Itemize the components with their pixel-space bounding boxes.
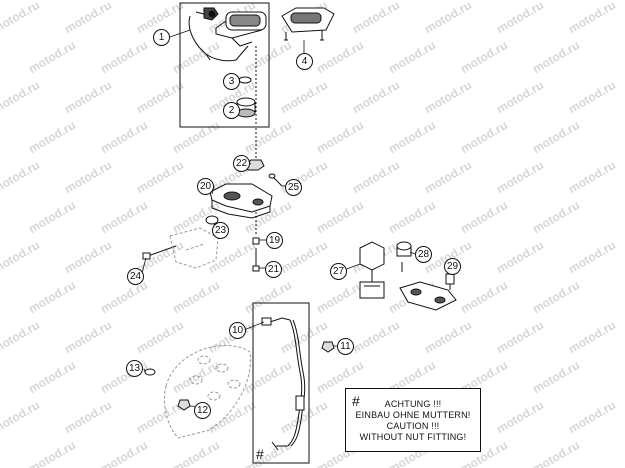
bolt-part-21 xyxy=(252,248,260,272)
callout-label: 21 xyxy=(267,263,280,275)
assembly-frame-1 xyxy=(179,2,270,128)
callout-29: 29 xyxy=(444,258,461,275)
note-line-4: WITHOUT NUT FITTING! xyxy=(359,432,467,442)
callout-12: 12 xyxy=(194,402,211,419)
callout-label: 27 xyxy=(332,265,345,277)
callout-27: 27 xyxy=(330,263,347,280)
callout-10: 10 xyxy=(229,322,246,339)
rubber-part-28 xyxy=(396,241,412,272)
callout-11: 11 xyxy=(337,338,354,355)
hash-marker-cable: # xyxy=(256,446,264,462)
spacer-part-19 xyxy=(252,237,260,245)
nut-part-11 xyxy=(321,341,335,353)
callout-21: 21 xyxy=(265,261,282,278)
callout-label: 3 xyxy=(228,75,235,87)
callout-4: 4 xyxy=(296,53,313,70)
callout-label: 24 xyxy=(129,270,142,282)
callout-label: 4 xyxy=(301,55,308,67)
callout-22: 22 xyxy=(233,155,250,172)
callout-label: 29 xyxy=(446,260,459,272)
ring-part-3 xyxy=(238,76,252,84)
callout-3: 3 xyxy=(223,73,240,90)
bracket-part-29 xyxy=(399,273,457,311)
note-line-2: EINBAU OHNE MUTTERN! xyxy=(355,410,471,420)
callout-label: 20 xyxy=(199,180,212,192)
note-line-3: CAUTION !!! xyxy=(386,421,440,431)
callout-2: 2 xyxy=(223,102,240,119)
callout-label: 2 xyxy=(228,104,235,116)
note-hash-marker: # xyxy=(352,393,360,409)
callout-label: 1 xyxy=(158,31,165,43)
callout-label: 22 xyxy=(235,157,248,169)
note-text: ACHTUNG !!! EINBAU OHNE MUTTERN! CAUTION… xyxy=(346,399,480,443)
callout-19: 19 xyxy=(266,232,283,249)
callout-25: 25 xyxy=(285,179,302,196)
clamp-bracket-ghost xyxy=(169,227,219,269)
callout-23: 23 xyxy=(212,222,229,239)
washer-part-23 xyxy=(205,215,219,225)
callout-label: 12 xyxy=(196,404,209,416)
callout-24: 24 xyxy=(127,268,144,285)
callout-label: 28 xyxy=(417,248,430,260)
assembly-frame-10 xyxy=(252,302,310,464)
fender-ghost xyxy=(164,344,252,439)
callout-1: 1 xyxy=(153,29,170,46)
callout-13: 13 xyxy=(126,360,143,377)
ring-part-13 xyxy=(144,368,156,376)
callout-label: 23 xyxy=(214,224,227,236)
warning-note-box: # ACHTUNG !!! EINBAU OHNE MUTTERN! CAUTI… xyxy=(345,388,481,452)
holder-part-20 xyxy=(209,183,273,219)
callout-label: 10 xyxy=(231,324,244,336)
callout-label: 25 xyxy=(287,181,300,193)
nut-part-12 xyxy=(177,399,191,411)
switch-part-27 xyxy=(359,241,385,299)
callout-label: 13 xyxy=(128,362,141,374)
cable-part-10 xyxy=(261,317,306,451)
bracket-part-4 xyxy=(281,7,335,41)
callout-label: 19 xyxy=(268,234,281,246)
speedometer-unit xyxy=(188,7,267,62)
callout-label: 11 xyxy=(340,340,351,352)
screw-part-24 xyxy=(142,245,177,260)
callout-28: 28 xyxy=(415,246,432,263)
note-line-1: ACHTUNG !!! xyxy=(384,399,442,409)
callout-20: 20 xyxy=(197,178,214,195)
